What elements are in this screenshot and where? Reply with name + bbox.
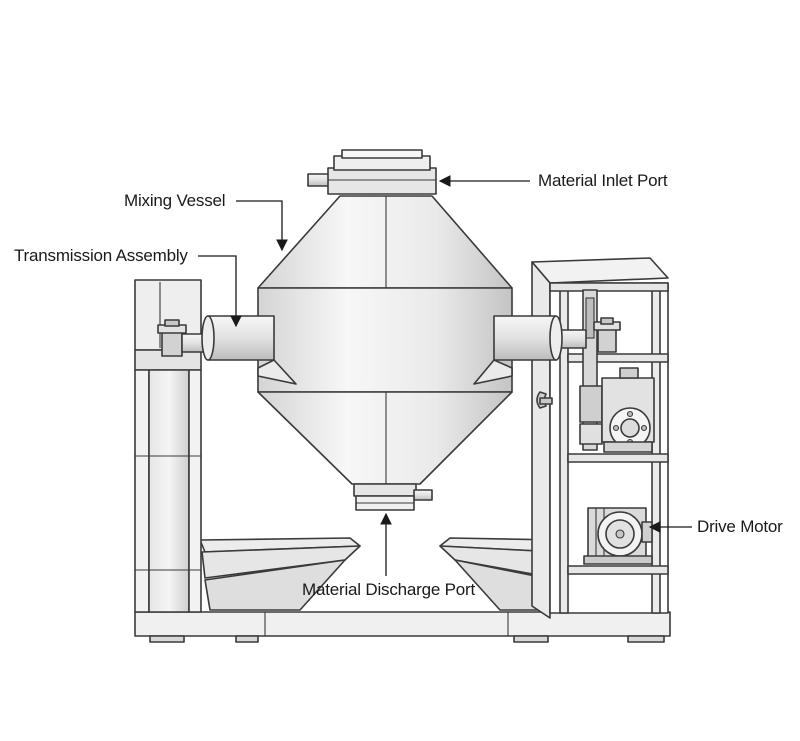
right-bearing-block bbox=[555, 317, 621, 353]
base-frame bbox=[134, 537, 671, 643]
mixing-vessel-leader bbox=[236, 200, 288, 252]
leader-lines bbox=[198, 175, 692, 576]
drive-motor-label: Drive Motor bbox=[697, 517, 783, 536]
transmission-assembly-label: Transmission Assembly bbox=[14, 246, 188, 265]
transmission-assembly-leader bbox=[198, 255, 242, 328]
material-inlet-port-label: Material Inlet Port bbox=[538, 171, 668, 190]
drive-motor bbox=[583, 507, 653, 565]
mixing-vessel-label: Mixing Vessel bbox=[124, 191, 226, 210]
discharge-port bbox=[353, 483, 433, 511]
gear-reducer bbox=[601, 367, 655, 453]
material-discharge-port-label: Material Discharge Port bbox=[302, 580, 476, 599]
inlet-port bbox=[307, 149, 437, 195]
mixing-vessel bbox=[257, 195, 513, 485]
right-trunnion bbox=[473, 315, 563, 385]
